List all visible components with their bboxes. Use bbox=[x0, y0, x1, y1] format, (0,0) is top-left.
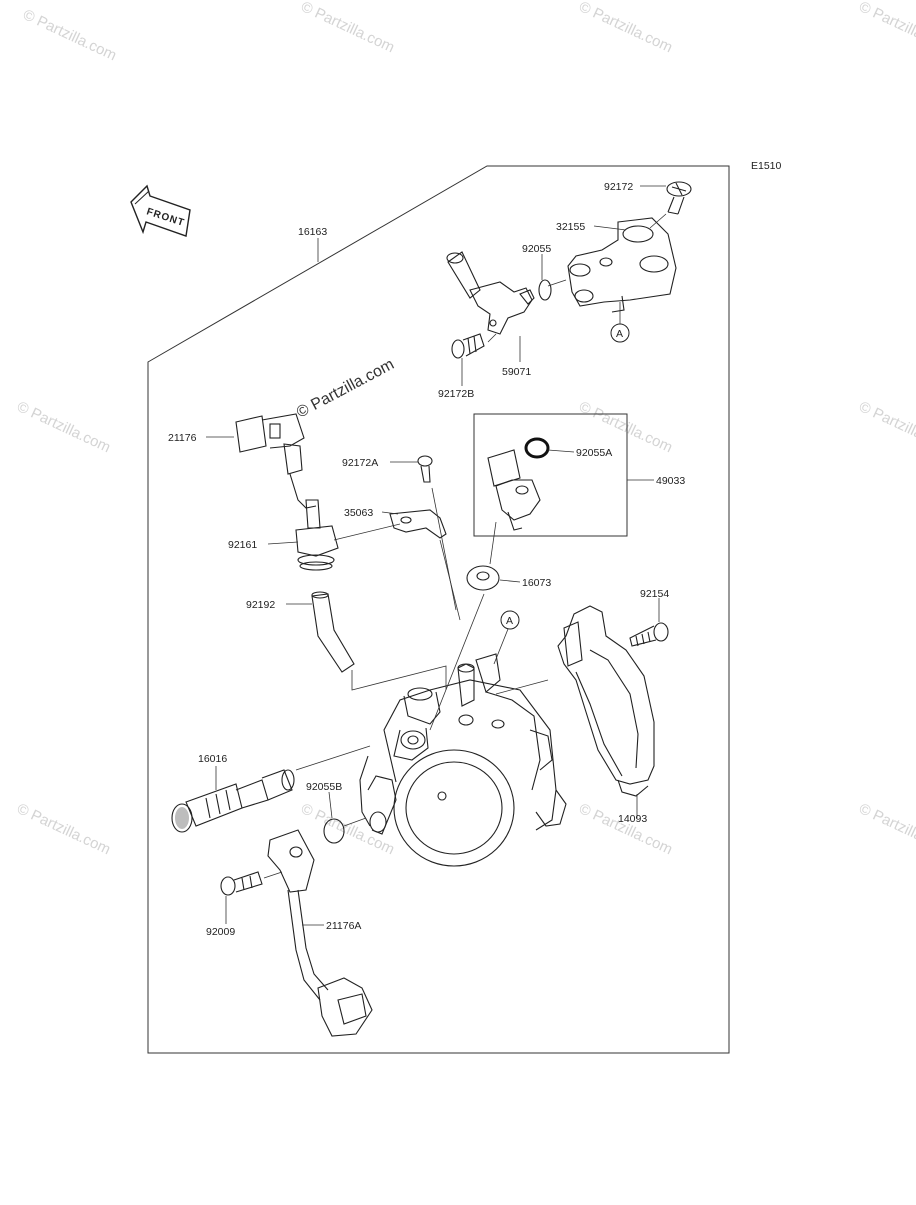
label-92172: 92172 bbox=[604, 181, 633, 193]
bracket-35063 bbox=[389, 509, 447, 539]
watermark: © Partzilla.com bbox=[856, 0, 916, 56]
connection-lines bbox=[263, 213, 667, 879]
front-arrow: FRONT bbox=[130, 184, 191, 237]
watermark: © Partzilla.com bbox=[576, 0, 675, 56]
label-92055B: 92055B bbox=[306, 781, 342, 793]
o-ring-92055 bbox=[538, 279, 552, 301]
label-35063: 35063 bbox=[344, 507, 373, 519]
screw-92009 bbox=[220, 871, 263, 896]
watermark: © Partzilla.com bbox=[298, 800, 397, 858]
label-92009: 92009 bbox=[206, 926, 235, 938]
assembly-frame bbox=[147, 165, 730, 1054]
watermark: © Partzilla.com bbox=[856, 398, 916, 456]
label-92055A: 92055A bbox=[576, 447, 612, 459]
svg-text:A: A bbox=[616, 328, 623, 340]
label-92055: 92055 bbox=[522, 243, 551, 255]
grommet-16073 bbox=[466, 565, 500, 591]
label-21176A: 21176A bbox=[326, 920, 361, 932]
connector-21176 bbox=[235, 413, 317, 509]
hose-92192 bbox=[311, 591, 355, 673]
o-ring-92055B bbox=[323, 818, 345, 844]
label-32155: 32155 bbox=[556, 221, 585, 233]
svg-text:A: A bbox=[506, 615, 513, 627]
label-92161: 92161 bbox=[228, 539, 257, 551]
label-49033: 49033 bbox=[656, 475, 685, 487]
label-14093: 14093 bbox=[618, 813, 647, 825]
watermark: © Partzilla.com bbox=[20, 6, 119, 64]
ref-marker-a-top: A bbox=[610, 302, 630, 343]
bracket-32155 bbox=[567, 217, 677, 313]
label-92172A: 92172A bbox=[342, 457, 378, 469]
cover-14093 bbox=[557, 605, 655, 797]
label-92192: 92192 bbox=[246, 599, 275, 611]
watermark: © Partzilla.com bbox=[298, 0, 397, 56]
bolt-92154 bbox=[629, 622, 669, 647]
watermarks: © Partzilla.com © Partzilla.com © Partzi… bbox=[14, 0, 916, 858]
watermark: © Partzilla.com bbox=[856, 800, 916, 858]
screw-92172A bbox=[417, 455, 433, 483]
cap-92161 bbox=[295, 499, 339, 571]
label-16073: 16073 bbox=[522, 577, 551, 589]
throttle-body bbox=[359, 653, 567, 867]
label-16163: 16163 bbox=[298, 226, 327, 238]
watermark: © Partzilla.com bbox=[14, 800, 113, 858]
leader-lines bbox=[206, 185, 666, 926]
watermark: © Partzilla.com bbox=[14, 398, 113, 456]
sensor-59071 bbox=[446, 251, 535, 335]
sensor-49033 bbox=[487, 449, 541, 531]
ref-marker-a-body: A bbox=[493, 610, 520, 665]
watermark-center: © Partzilla.com bbox=[294, 356, 397, 422]
shaft-16016 bbox=[171, 769, 295, 833]
bolt-92172B bbox=[451, 333, 485, 359]
label-16016: 16016 bbox=[198, 753, 227, 765]
watermark: © Partzilla.com bbox=[576, 800, 675, 858]
label-21176: 21176 bbox=[168, 432, 197, 444]
label-92154: 92154 bbox=[640, 588, 669, 600]
o-ring-92055A bbox=[524, 437, 550, 459]
sensor-inset-box bbox=[473, 413, 628, 537]
screw-92172 bbox=[666, 181, 692, 215]
part-labels: 92172 32155 92055 16163 59071 92172B 211… bbox=[168, 181, 685, 938]
label-92172B: 92172B bbox=[438, 388, 474, 400]
diagram-code: E1510 bbox=[751, 160, 782, 172]
label-59071: 59071 bbox=[502, 366, 531, 378]
connector-21176A bbox=[267, 829, 373, 1037]
